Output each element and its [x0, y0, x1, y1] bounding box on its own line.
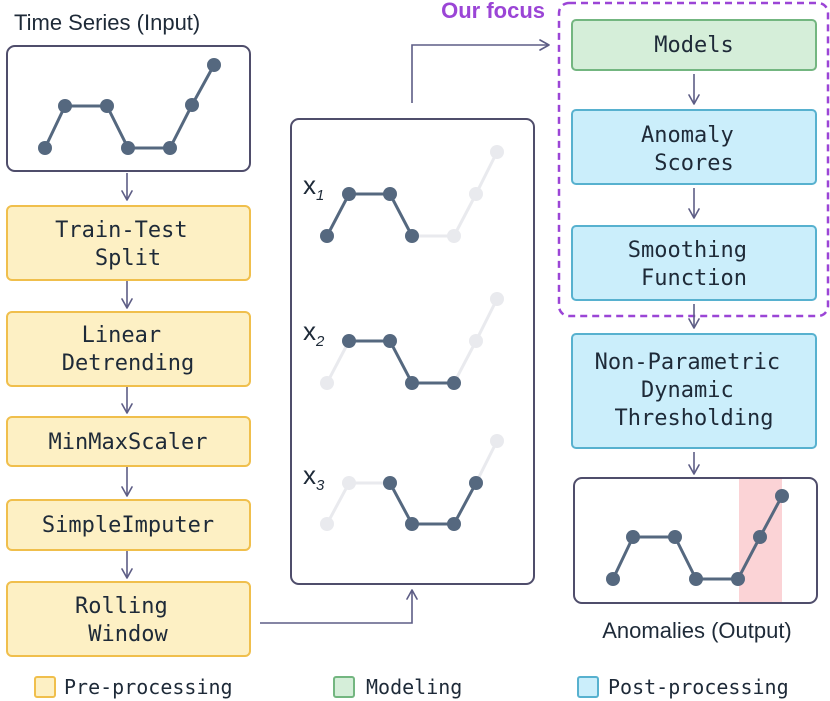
step-simpleimputer: SimpleImputer [6, 499, 251, 551]
window-x2: x2 [303, 292, 504, 390]
windows-panel [290, 118, 535, 585]
input-series-plot [38, 58, 221, 155]
box-thresholding-line-3: Thresholding [615, 406, 774, 431]
box-thresholding: Non-Parametric Dynamic Thresholding [571, 333, 817, 449]
input-series-panel [6, 45, 251, 172]
step-minmaxscaler-label: MinMaxScaler [49, 430, 208, 455]
step-train-test-split-line-2: Split [95, 246, 161, 271]
box-models: Models [571, 19, 817, 71]
connector-windows-to-models [411, 39, 550, 103]
step-linear-detrending: Linear Detrending [6, 311, 251, 387]
legend-label-preprocessing: Pre-processing [64, 675, 233, 699]
svg-text:Non-Parametric Dynamic: Non-Parametric Dynamic Thresholding [595, 350, 794, 431]
box-models-label: Models [654, 33, 733, 58]
svg-text:MinMaxScaler: MinMaxScaler [49, 430, 208, 455]
legend-item-modeling: Modeling [333, 675, 462, 699]
input-title: Time Series (Input) [14, 10, 200, 35]
step-minmaxscaler: MinMaxScaler [6, 416, 251, 467]
step-rolling-window-line-2: Window [88, 622, 168, 647]
svg-text:Linear Detrending: Linear Detrending [62, 323, 194, 376]
output-series-plot [606, 489, 789, 586]
step-simpleimputer-label: SimpleImputer [42, 513, 214, 538]
box-smoothing-function: Smoothing Function [571, 225, 817, 301]
legend-label-postprocessing: Post-processing [608, 675, 789, 699]
output-title: Anomalies (Output) [602, 618, 792, 643]
step-train-test-split: Train-Test Split [6, 205, 251, 281]
step-train-test-split-line-1: Train-Test [55, 218, 187, 243]
svg-text:Smoothing Function: Smoothing Function [628, 238, 760, 291]
step-linear-detrending-line-1: Linear [82, 323, 161, 348]
svg-text:Rolling Window: Rolling Window [75, 594, 181, 647]
svg-text:Anomaly Scores: Anomaly Scores [641, 123, 747, 176]
focus-title: Our focus [441, 0, 545, 23]
box-smoothing-line-1: Smoothing [628, 238, 747, 263]
svg-text:SimpleImputer: SimpleImputer [42, 513, 214, 538]
box-anomaly-scores: Anomaly Scores [571, 109, 817, 185]
window-x3: x3 [303, 434, 504, 531]
box-anomaly-scores-line-1: Anomaly [641, 123, 734, 148]
window-x2-label: x2 [303, 316, 325, 350]
step-rolling-window: Rolling Window [6, 581, 251, 657]
legend: Pre-processing Modeling Post-processing [34, 675, 789, 699]
window-x1-label: x1 [303, 170, 324, 204]
svg-text:Train-Test Split: Train-Test Split [55, 218, 201, 271]
connector-rolling-to-windows [260, 589, 418, 624]
window-x1: x1 [303, 145, 504, 243]
box-smoothing-line-2: Function [641, 266, 747, 291]
legend-item-preprocessing: Pre-processing [34, 675, 233, 699]
svg-text:Models: Models [654, 33, 733, 58]
legend-item-postprocessing: Post-processing [577, 675, 789, 699]
box-thresholding-line-1: Non-Parametric [595, 350, 780, 375]
step-rolling-window-line-1: Rolling [75, 594, 168, 619]
box-thresholding-line-2: Dynamic [641, 378, 734, 403]
legend-label-modeling: Modeling [366, 675, 462, 699]
step-linear-detrending-line-2: Detrending [62, 351, 194, 376]
window-x3-label: x3 [303, 460, 325, 494]
box-anomaly-scores-line-2: Scores [654, 151, 733, 176]
